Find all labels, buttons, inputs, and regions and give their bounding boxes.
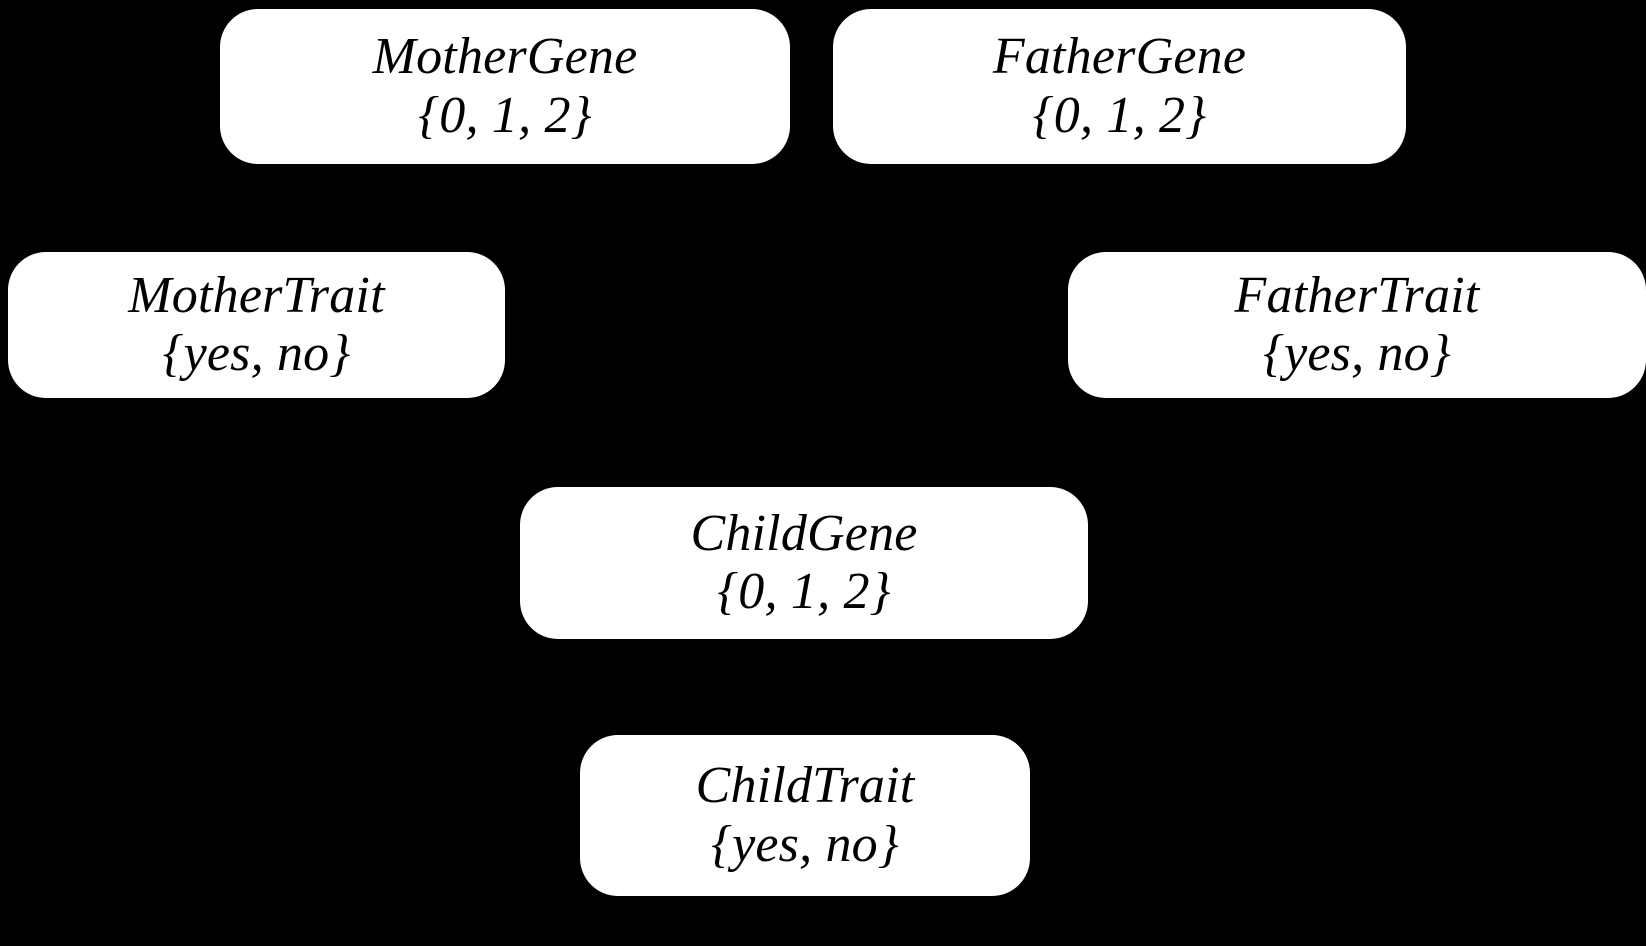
node-mother-gene[interactable]: MotherGene {0, 1, 2} — [220, 9, 790, 164]
node-child-trait-label: ChildTrait — [695, 757, 915, 815]
node-child-gene-domain: {0, 1, 2} — [717, 563, 891, 620]
node-father-trait-domain: {yes, no} — [1263, 325, 1451, 382]
node-child-gene[interactable]: ChildGene {0, 1, 2} — [520, 487, 1088, 639]
node-father-gene-label: FatherGene — [992, 28, 1247, 86]
node-child-gene-label: ChildGene — [690, 504, 918, 562]
node-mother-trait-domain: {yes, no} — [162, 325, 351, 382]
node-father-gene-domain: {0, 1, 2} — [1032, 86, 1207, 144]
node-mother-gene-label: MotherGene — [372, 28, 638, 86]
node-father-trait-label: FatherTrait — [1234, 266, 1480, 324]
node-child-trait-domain: {yes, no} — [711, 815, 899, 873]
node-father-gene[interactable]: FatherGene {0, 1, 2} — [833, 9, 1406, 164]
node-mother-gene-domain: {0, 1, 2} — [418, 86, 592, 144]
node-child-trait[interactable]: ChildTrait {yes, no} — [580, 735, 1030, 896]
node-mother-trait-label: MotherTrait — [128, 266, 385, 324]
node-father-trait[interactable]: FatherTrait {yes, no} — [1068, 252, 1646, 398]
node-mother-trait[interactable]: MotherTrait {yes, no} — [8, 252, 505, 398]
